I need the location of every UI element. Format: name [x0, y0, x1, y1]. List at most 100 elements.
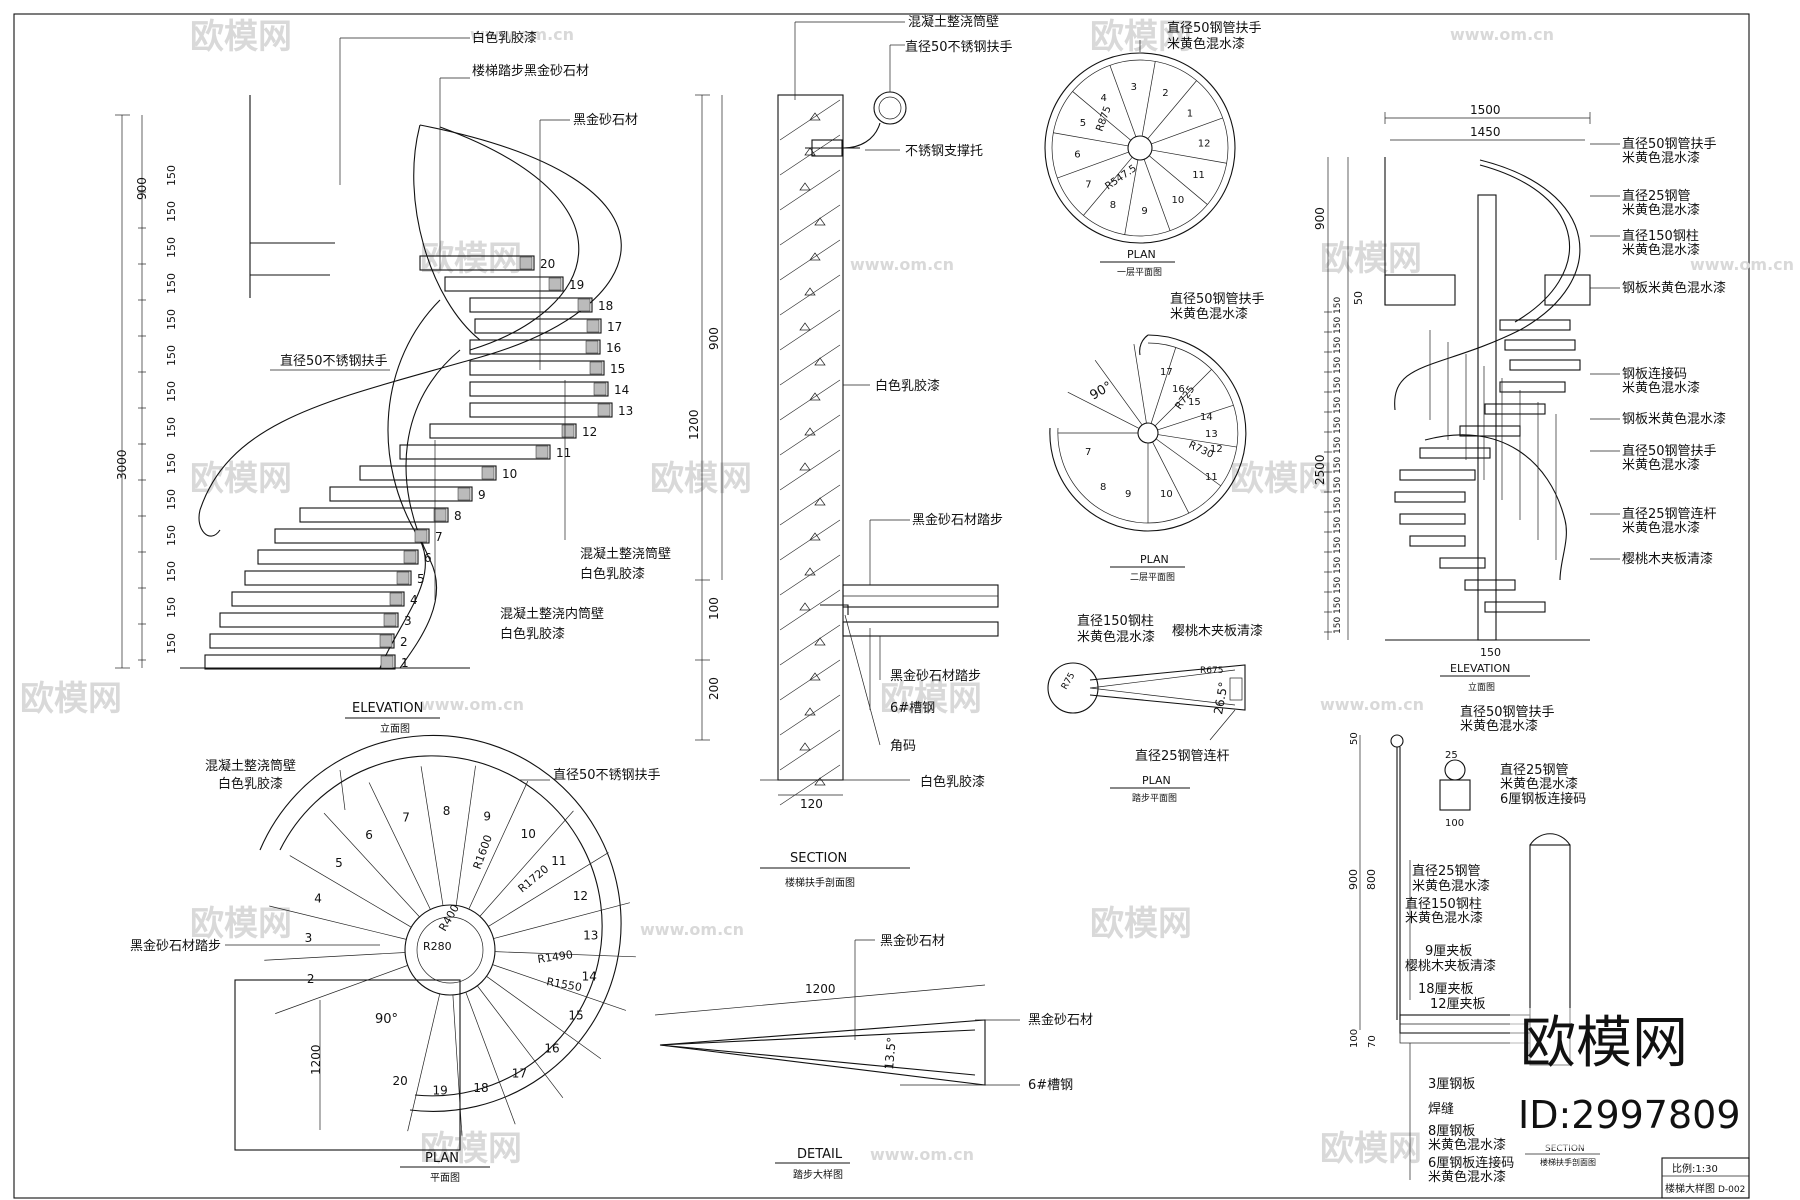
- section-label-tread-top: 黑金砂石材踏步: [912, 512, 1003, 528]
- aggregate-mark: [814, 357, 826, 366]
- elevation-right-title: ELEVATION: [1450, 662, 1510, 675]
- tread-section-hatch: [535, 445, 549, 459]
- elevation-tread: [257, 549, 419, 565]
- tread-plan: 直径150钢柱 米黄色混水漆 樱桃木夹板清漆 26.5° R75 R675 直径…: [1047, 614, 1263, 804]
- right-dim-150: 150: [1480, 646, 1501, 659]
- right-label-line1: 直径25钢管: [1622, 189, 1691, 204]
- sect-r-ply18: 18厘夹板: [1418, 982, 1474, 997]
- right-riser-label: 150: [1333, 517, 1343, 534]
- plan-left-wall-1: 混凝土整浇筒壁: [205, 758, 296, 774]
- plan1-step-number: 6: [1074, 149, 1080, 160]
- plan2-step-number: 11: [1205, 472, 1218, 483]
- plan-tread-line: [264, 952, 406, 961]
- plan-step-number: 5: [335, 856, 343, 870]
- sect-r-rod-1: 直径25钢管: [1412, 864, 1481, 879]
- right-dim-1500: 1500: [1470, 103, 1501, 117]
- right-riser-label: 150: [1333, 297, 1343, 314]
- radius-r1600: R1600: [471, 833, 495, 871]
- riser-dim-label: 150: [165, 309, 178, 330]
- watermark-tile: 欧模网 欧模网 www.om.cn: [190, 904, 1192, 944]
- plan1-tread-line: [1124, 159, 1139, 235]
- tread-plan-subtitle: 踏步平面图: [1132, 792, 1177, 804]
- aggregate-mark: [814, 217, 826, 226]
- watermark-tile: 欧模网 www.om.cn 欧模网 www.om.cn: [20, 679, 1424, 719]
- section-dim-200: 200: [707, 677, 721, 700]
- sect-r-col-2: 米黄色混水漆: [1405, 910, 1483, 926]
- tread-column-2: 米黄色混水漆: [1077, 629, 1155, 645]
- elevation-tread: [474, 318, 602, 334]
- plan1-tread-line: [1151, 149, 1227, 164]
- svg-text:www.om.cn: www.om.cn: [470, 25, 574, 44]
- step-number: 15: [610, 362, 625, 376]
- watermark-layer: 欧模网 www.om.cn 欧模网 www.om.cn 欧模网 www.om.c…: [20, 17, 1794, 1169]
- right-tread: [1419, 447, 1491, 459]
- elevation-right-subtitle: 立面图: [1468, 681, 1495, 693]
- right-riser-label: 150: [1333, 397, 1343, 414]
- right-label-line1: 直径25钢管连杆: [1622, 506, 1717, 522]
- sect-r-dim-800: 800: [1365, 869, 1378, 890]
- right-riser-label: 150: [1333, 537, 1343, 554]
- step-number: 5: [417, 572, 425, 586]
- right-tread: [1499, 319, 1571, 331]
- plan1-step-number: 2: [1162, 88, 1168, 99]
- plan-tread-line: [494, 951, 636, 958]
- wall-hatch-line: [779, 484, 841, 526]
- tread-rod: 直径25钢管连杆: [1135, 748, 1230, 764]
- tread-section-hatch: [396, 571, 410, 585]
- aggregate-mark: [804, 427, 816, 436]
- plan2-step-number: 8: [1100, 482, 1106, 493]
- tread-section-hatch: [389, 592, 403, 606]
- tread-plan-title: PLAN: [1142, 774, 1171, 787]
- plan-step-number: 12: [573, 889, 588, 903]
- aggregate-mark: [809, 672, 821, 681]
- sect-r-dim-50: 50: [1349, 732, 1360, 745]
- tread-section-hatch: [585, 340, 599, 354]
- watermark-tile: 欧模网 欧模网 www.om.cn: [420, 1129, 1422, 1169]
- riser-dim-label: 150: [165, 273, 178, 294]
- title-scale: 比例:1:30: [1672, 1162, 1718, 1175]
- plan-tread-line: [323, 812, 420, 918]
- top-height-dim: 900: [135, 177, 149, 200]
- section-label-wall: 混凝土整浇筒壁: [908, 14, 999, 30]
- svg-text:欧模网: 欧模网: [1320, 239, 1422, 279]
- aggregate-mark: [809, 392, 821, 401]
- sect-r-dim-70: 70: [1367, 1035, 1378, 1048]
- right-tread: [1504, 339, 1576, 351]
- radius-r280: R280: [423, 940, 452, 953]
- elevation-tread: [231, 591, 405, 607]
- plan2-step-number: 15: [1188, 397, 1201, 408]
- plan-left-angle: 90°: [375, 1012, 398, 1027]
- svg-text:www.om.cn: www.om.cn: [420, 695, 524, 714]
- label-marble: 黑金砂石材: [573, 112, 638, 128]
- plan-step-number: 16: [544, 1042, 559, 1056]
- wall-hatch-line: [779, 344, 841, 386]
- sect-r-pipe-2: 米黄色混水漆: [1500, 776, 1578, 792]
- elevation-right: 1500 1450 900 2500 50 150150150150150150…: [1313, 103, 1726, 693]
- sect-r-dim-25: 25: [1445, 750, 1458, 761]
- big-watermark-brand: 欧模网: [1520, 1011, 1688, 1076]
- plan-tread-line: [455, 765, 476, 906]
- plan-first-label-1: 直径50钢管扶手: [1167, 21, 1262, 36]
- plan-left-title: PLAN: [425, 1151, 459, 1166]
- tread-wood: 樱桃木夹板清漆: [1172, 623, 1263, 639]
- elevation-tread: [204, 654, 396, 670]
- plan-step-number: 13: [583, 929, 598, 943]
- riser-dim-label: 150: [165, 633, 178, 654]
- tread-section-hatch: [380, 655, 394, 669]
- section-right: 50 900 800 100 70 25 100 直径50钢管扶手 米黄色混水漆…: [1347, 705, 1600, 1185]
- sect-r-steel3: 3厘钢板: [1428, 1077, 1475, 1092]
- aggregate-mark: [804, 567, 816, 576]
- right-riser-label: 150: [1333, 357, 1343, 374]
- plan-step-number: 7: [402, 810, 410, 824]
- plan2-tread-line: [1094, 359, 1143, 426]
- plan-second-subtitle: 二层平面图: [1130, 572, 1175, 583]
- svg-text:欧模网: 欧模网: [190, 459, 292, 499]
- tread-angle: 26.5°: [1211, 681, 1230, 716]
- elevation-tread: [329, 486, 473, 502]
- plan-left-tread: 黑金砂石材踏步: [130, 938, 221, 954]
- riser-dim-label: 150: [165, 489, 178, 510]
- riser-dim-label: 150: [165, 417, 178, 438]
- step-number: 16: [606, 341, 621, 355]
